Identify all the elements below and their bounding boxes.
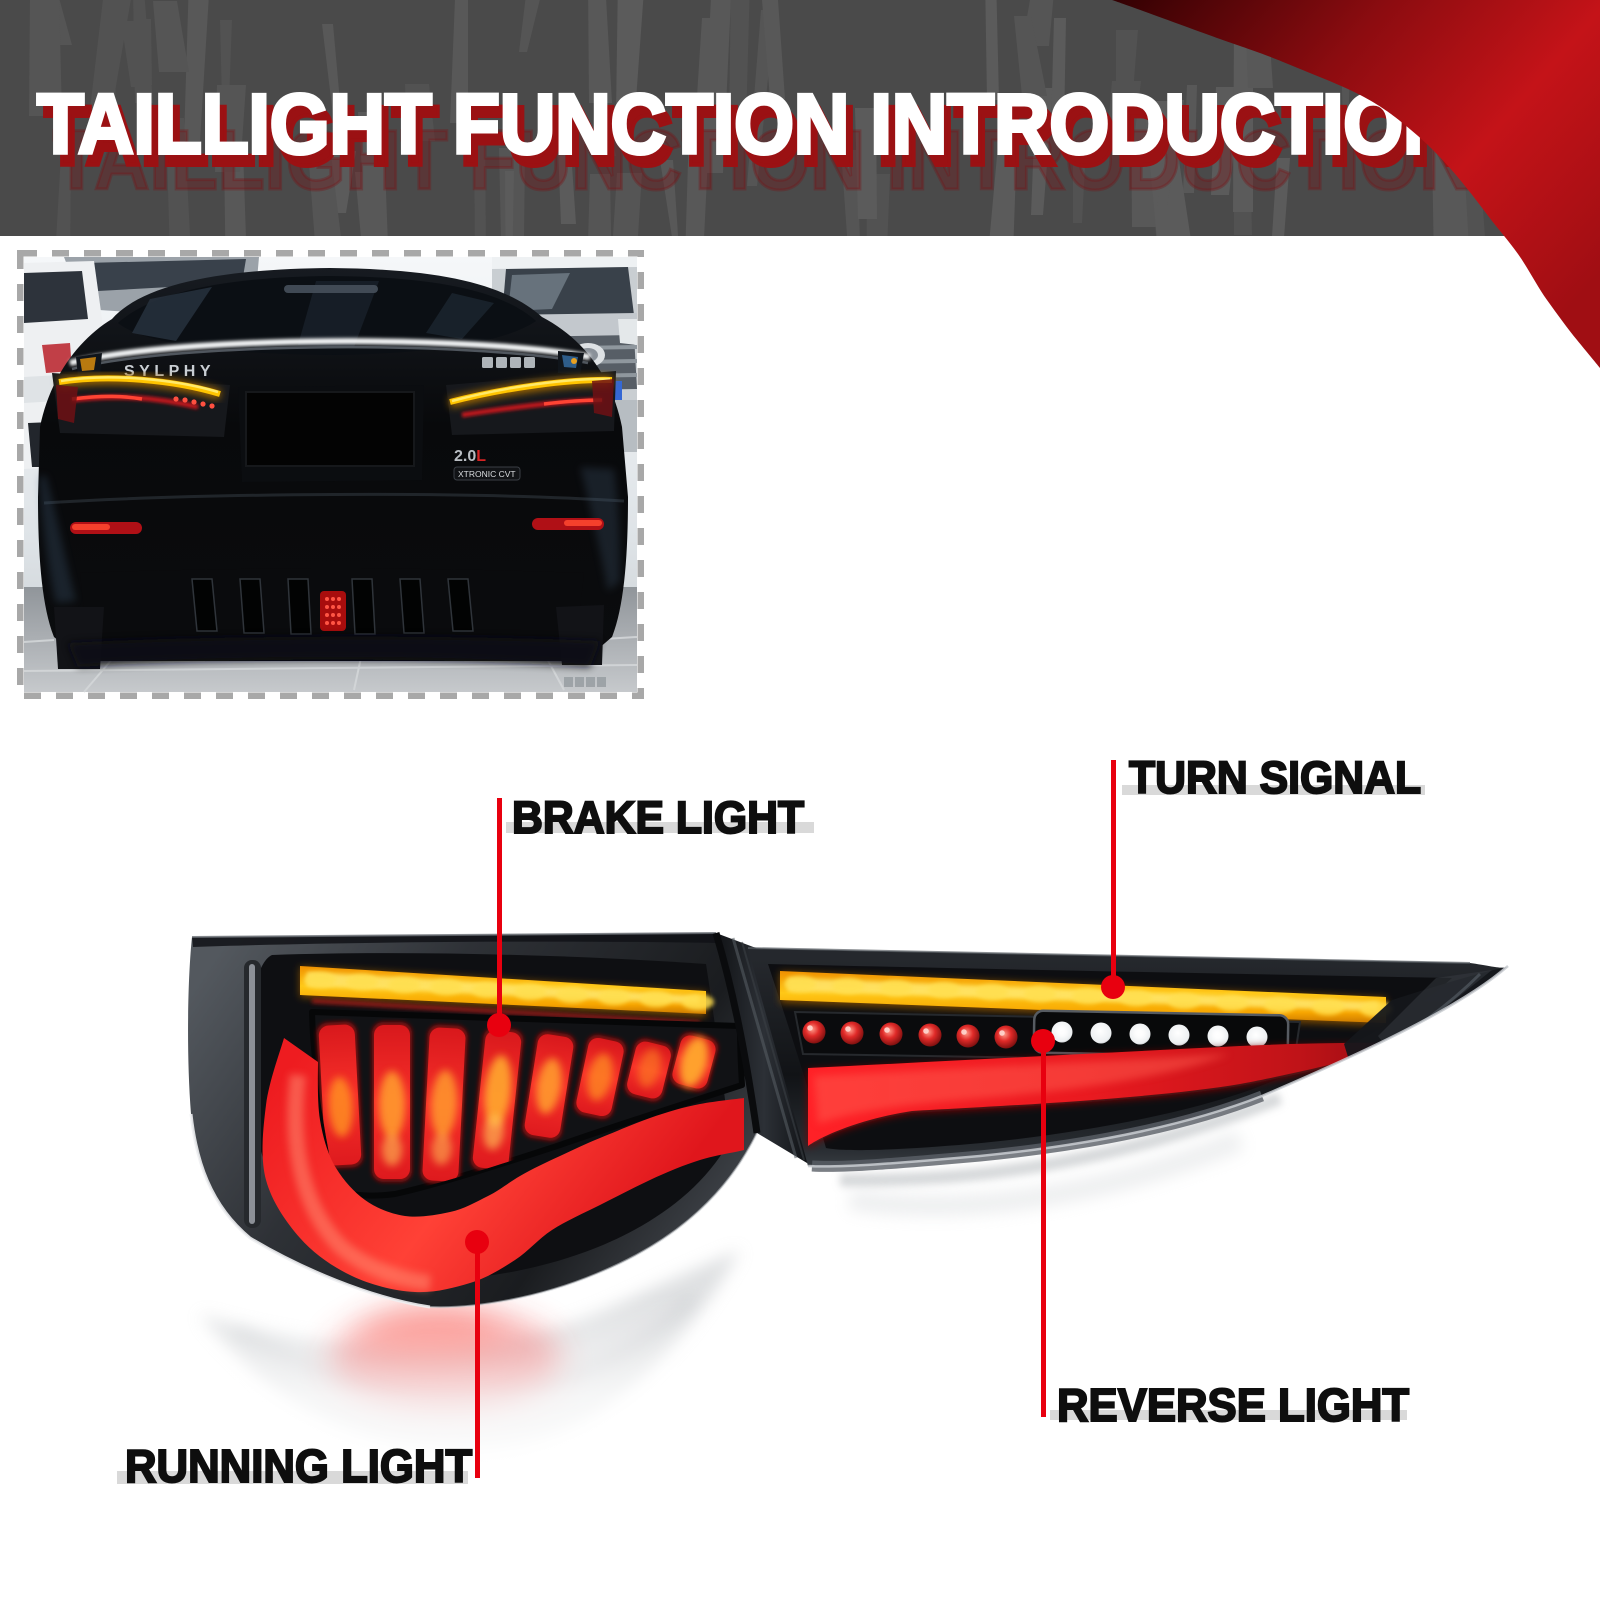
svg-text:2.0L: 2.0L [454,448,486,465]
svg-text:XTRONIC CVT: XTRONIC CVT [458,469,516,479]
svg-text:SYLPHY: SYLPHY [124,363,215,380]
